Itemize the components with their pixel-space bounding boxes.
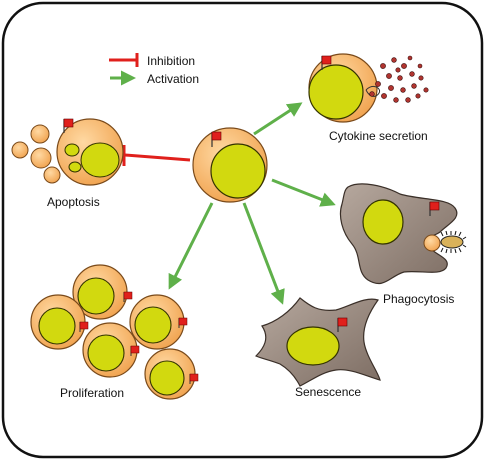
activation-arrow-proliferation bbox=[168, 202, 214, 290]
apoptosis-label: Apoptosis bbox=[47, 195, 100, 209]
activation-arrow-phagocytosis bbox=[271, 178, 336, 207]
proliferation-cell bbox=[30, 294, 89, 350]
receptor-icon bbox=[123, 291, 133, 302]
activation-arrow-senescence bbox=[242, 202, 285, 305]
receptor-icon bbox=[337, 317, 348, 332]
receptor-icon bbox=[321, 55, 332, 70]
senescence-cell bbox=[254, 297, 381, 387]
central-cell bbox=[192, 127, 268, 203]
proliferation-cell bbox=[82, 322, 140, 378]
receptor-icon bbox=[63, 118, 74, 133]
activation-arrow-cytokine bbox=[253, 102, 303, 136]
receptor-icon bbox=[178, 317, 188, 328]
receptor-icon bbox=[189, 373, 199, 384]
proliferation-label: Proliferation bbox=[60, 386, 124, 400]
inhibition-legend-icon bbox=[109, 53, 139, 67]
legend: Inhibition Activation bbox=[109, 53, 199, 86]
proliferation-cells bbox=[30, 264, 199, 400]
receptor-icon bbox=[211, 131, 222, 147]
proliferation-cell bbox=[129, 294, 188, 350]
inhibition-arrow-apoptosis bbox=[122, 145, 191, 166]
receptor-icon bbox=[429, 201, 440, 216]
inhibition-legend-label: Inhibition bbox=[147, 54, 195, 68]
phagocytosis-label: Phagocytosis bbox=[383, 292, 454, 306]
receptor-icon bbox=[79, 321, 89, 332]
proliferation-cell bbox=[144, 348, 199, 400]
activation-legend-label: Activation bbox=[147, 72, 199, 86]
proliferation-cell bbox=[72, 264, 133, 320]
cytokine-secretion-cell bbox=[308, 53, 381, 123]
apoptosis-cell bbox=[11, 118, 124, 186]
engulfed-particle bbox=[423, 230, 467, 254]
senescence-label: Senescence bbox=[295, 385, 361, 399]
phagocytosis-cell bbox=[339, 183, 467, 285]
receptor-icon bbox=[130, 345, 140, 356]
cytokine-secretion-label: Cytokine secretion bbox=[329, 129, 428, 143]
cytokine-dots bbox=[369, 55, 429, 103]
